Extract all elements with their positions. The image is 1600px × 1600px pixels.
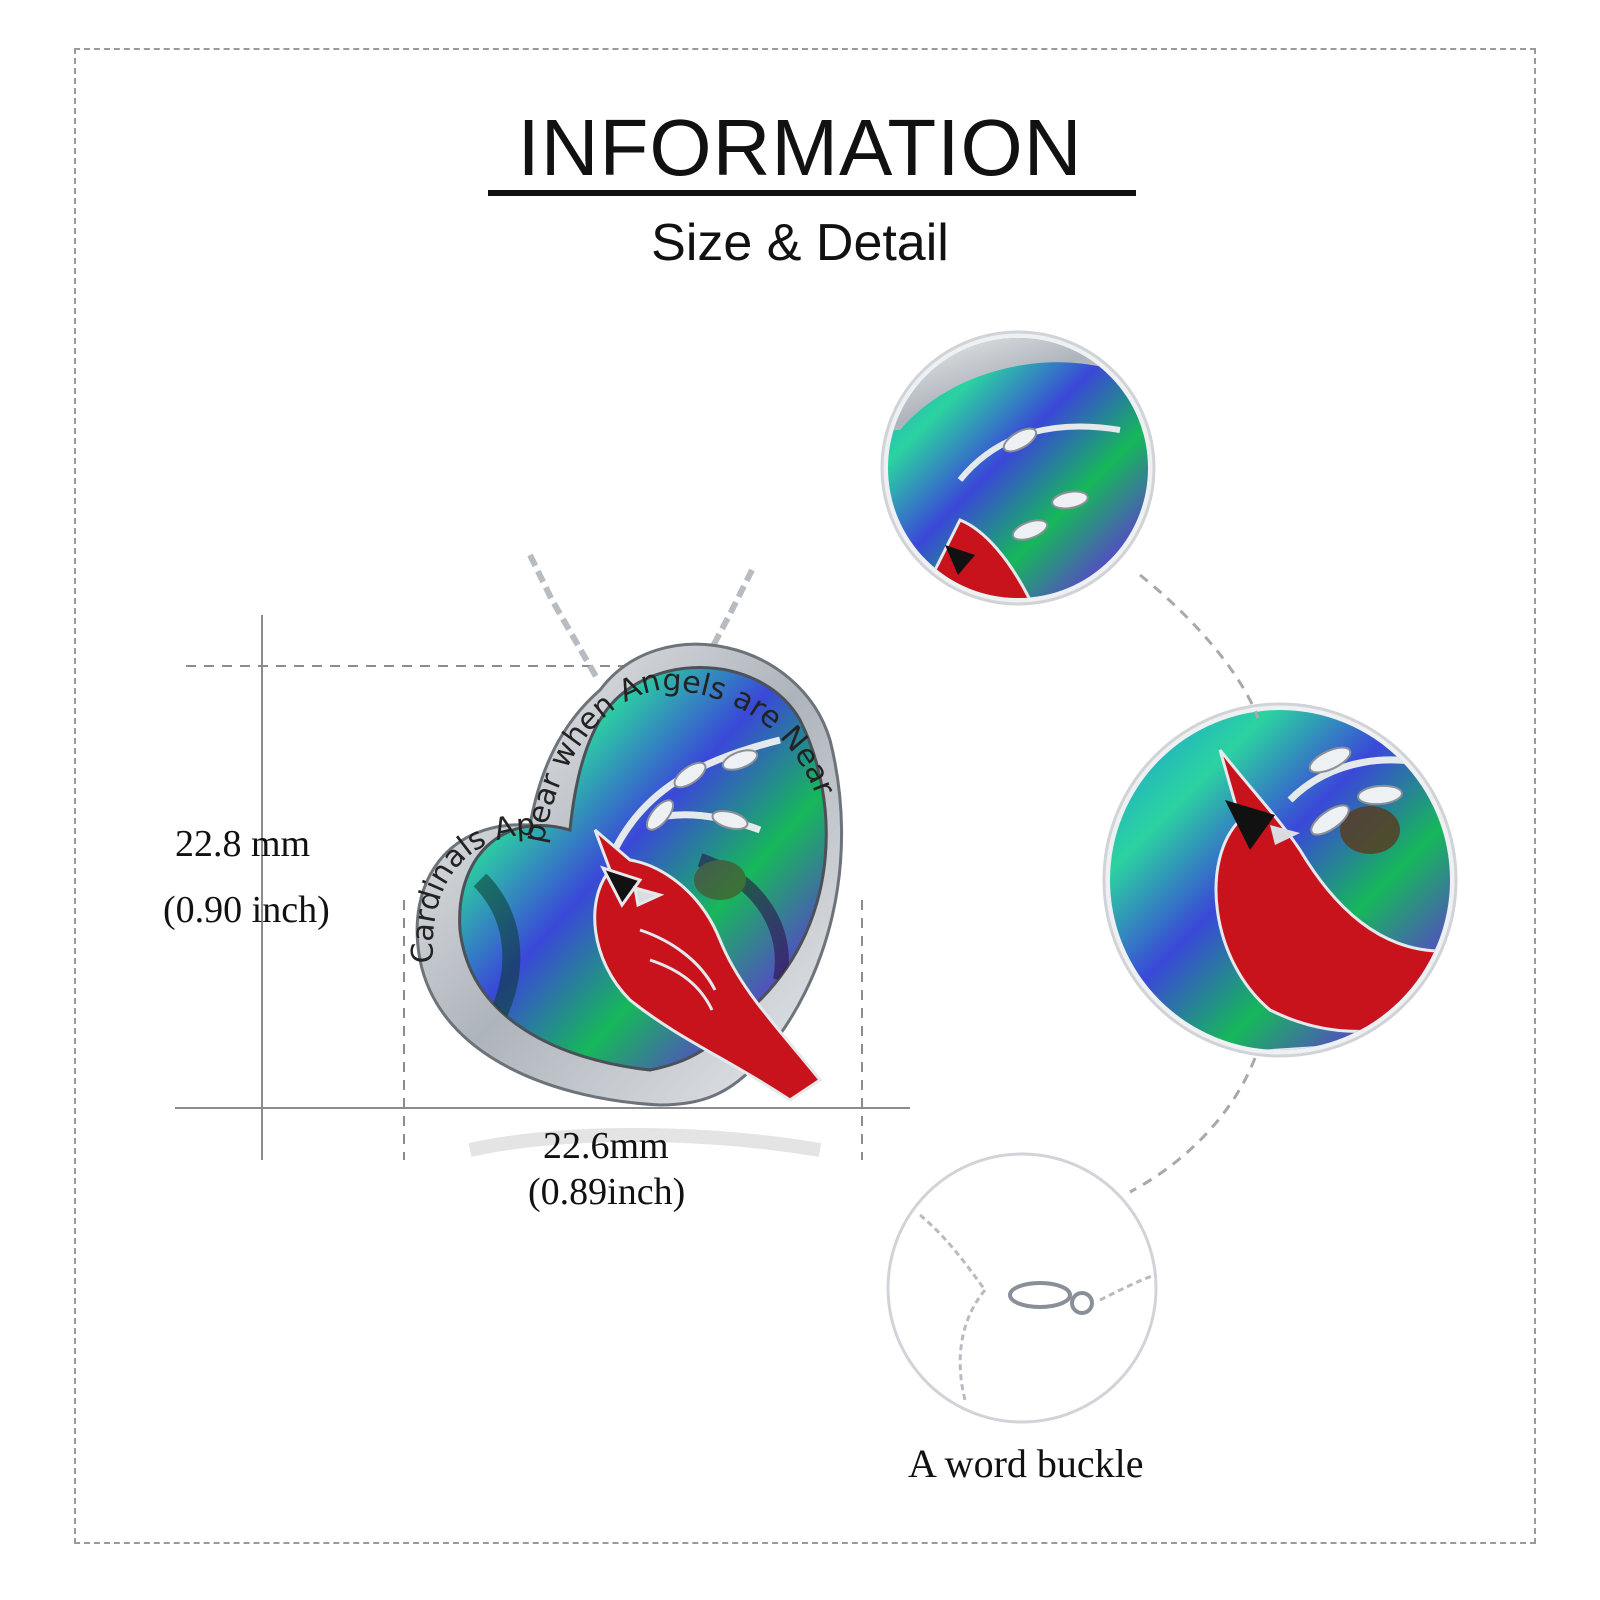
title-underline <box>488 190 1136 196</box>
height-mm-label: 22.8 mm <box>175 823 311 865</box>
buckle-caption: A word buckle <box>908 1441 1144 1486</box>
detail-circle-cardinal <box>1102 702 1458 1058</box>
page-subtitle: Size & Detail <box>651 214 949 272</box>
detail-circle-buckle <box>886 1152 1158 1424</box>
dimension-guides <box>175 615 910 1160</box>
page-title: INFORMATION <box>517 103 1083 192</box>
page-frame <box>74 48 1536 1544</box>
pendant-reflection <box>468 1128 822 1157</box>
width-mm-label: 22.6mm <box>543 1125 669 1167</box>
height-inch-label: (0.90 inch) <box>163 889 330 931</box>
detail-circle-engraving <box>880 330 1156 606</box>
width-inch-label: (0.89inch) <box>528 1171 686 1213</box>
detail-connectors <box>1129 573 1260 1194</box>
cardinal-bird <box>593 828 823 1102</box>
heart-pendant: Cardinals Appear when Angels are Near <box>405 642 844 1107</box>
